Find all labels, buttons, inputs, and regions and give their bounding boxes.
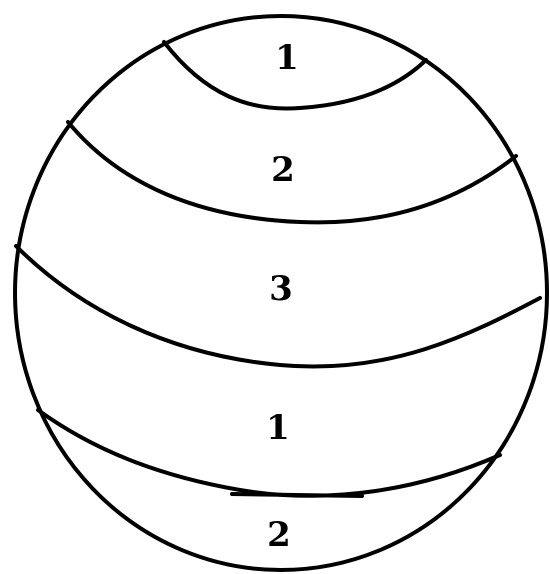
band-label-5: 2 <box>267 515 291 555</box>
band-label-3: 3 <box>269 269 293 309</box>
band-label-2: 2 <box>271 150 295 190</box>
divider-line-4-bottom-highlight <box>232 494 362 496</box>
band-label-1: 1 <box>275 38 299 78</box>
band-label-4: 1 <box>266 408 290 448</box>
